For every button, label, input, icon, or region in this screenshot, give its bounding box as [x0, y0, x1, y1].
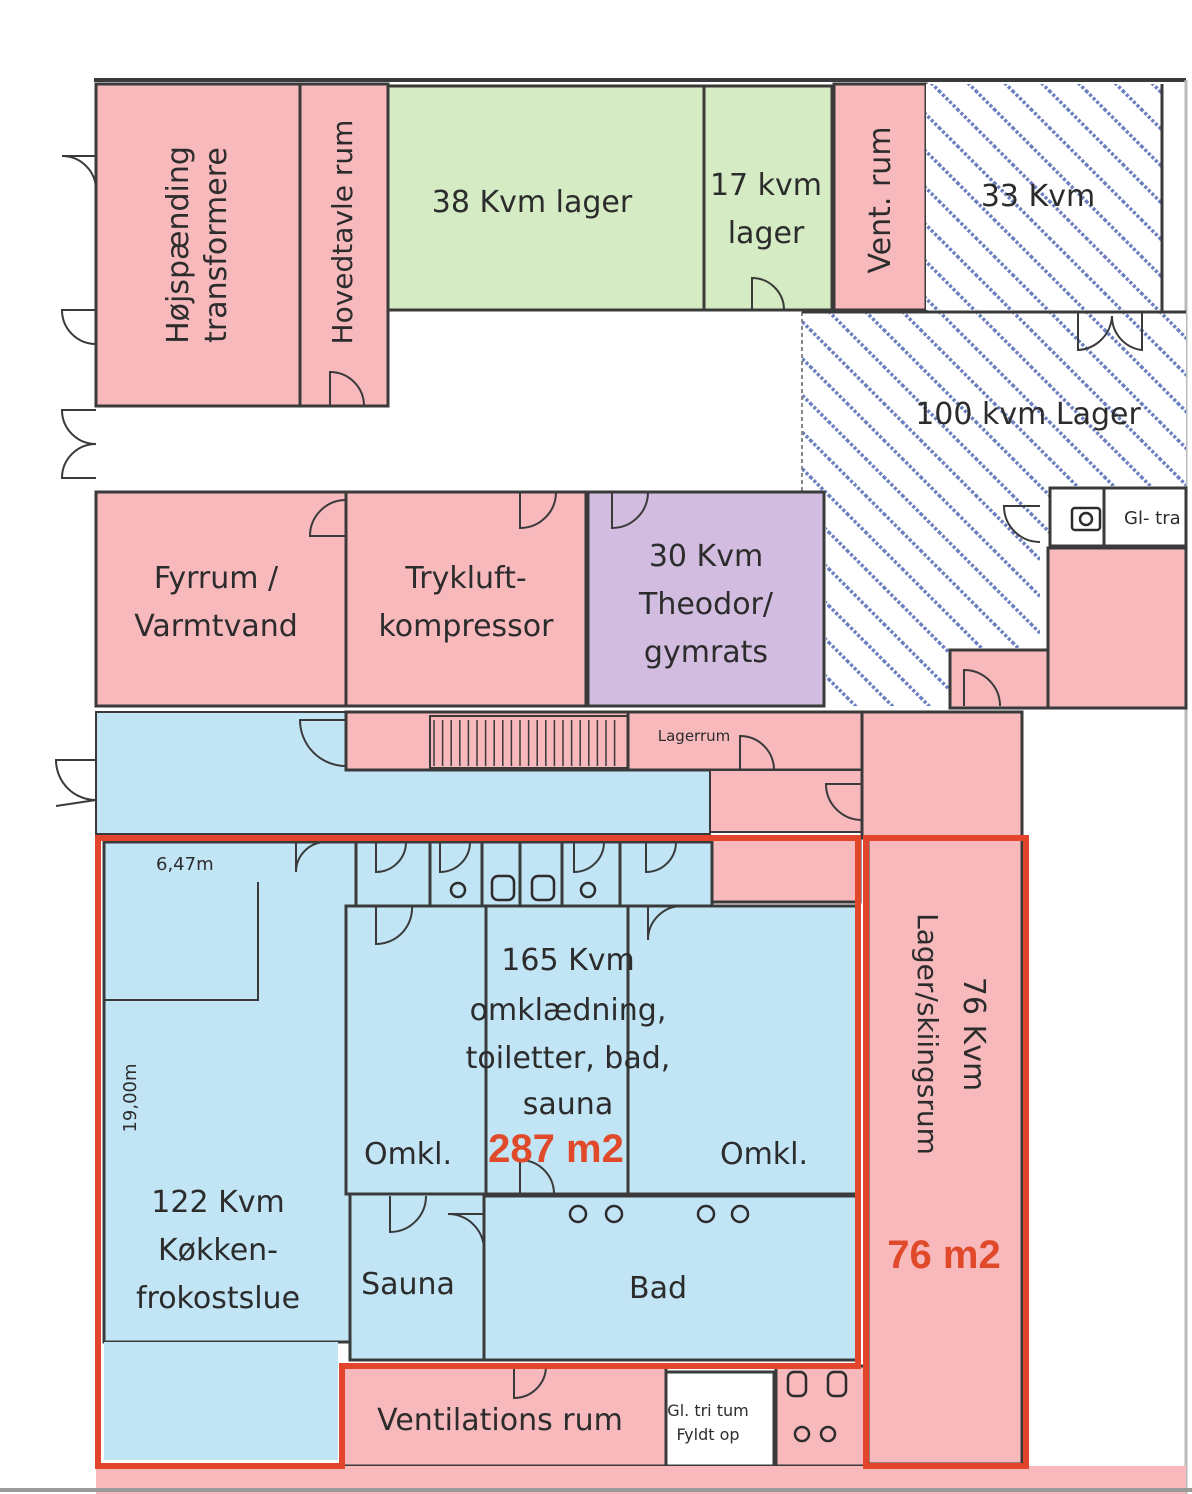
toilet-icon [530, 874, 556, 902]
room-theodor [586, 490, 826, 708]
room-pink-right [1046, 546, 1188, 710]
label-ventilation: Ventilations rum [377, 1403, 623, 1438]
room-33-kvm [926, 84, 1162, 310]
label-omkl165-line1: 165 Kvm [501, 943, 634, 978]
label-lager-17-line2: lager [728, 216, 805, 251]
label-omkl-left: Omkl. [364, 1137, 452, 1172]
shower-icon [730, 1204, 750, 1224]
room-kokken [102, 840, 358, 1344]
sink-icon [819, 1425, 837, 1443]
label-lager-100: 100 kvm Lager [915, 397, 1141, 432]
room-omkl-center [484, 904, 630, 1196]
room-toilets [354, 840, 714, 908]
label-hovedtavle: Hovedtavle rum [326, 120, 359, 345]
label-omkl165-line3: toiletter, bad, [466, 1041, 671, 1076]
wall [104, 882, 259, 1001]
room-omkl-left [344, 904, 488, 1196]
shower-icon [696, 1204, 716, 1224]
area-label-76: 76 m2 [887, 1233, 1000, 1277]
shower-fixtures [568, 1204, 750, 1224]
room-ventilation-wc [774, 1364, 868, 1468]
label-lagerrum: Lagerrum [658, 727, 731, 745]
toilet-icon [579, 881, 597, 899]
label-fyrrum-line2: Varmtvand [134, 609, 298, 644]
label-theodor-line1: 30 Kvm [649, 539, 763, 574]
toilet-icon [449, 881, 467, 899]
label-hojspaending: Højspænding transformere [161, 146, 234, 344]
room-hojspaending [94, 82, 302, 408]
label-trykluft-line2: kompressor [378, 609, 554, 644]
room-omkl-right [626, 904, 860, 1196]
label-theodor-line3: gymrats [644, 635, 768, 670]
room-label: transformere [199, 147, 234, 343]
room-pink-corridor [709, 769, 863, 833]
shower-icon [604, 1204, 624, 1224]
room-hovedtavle [298, 82, 390, 408]
sink-icon [793, 1425, 811, 1443]
label-kokken-line2: Køkken- [158, 1233, 278, 1268]
room-label: Højspænding [161, 146, 196, 344]
label-omkl165-line2: omklædning, [470, 993, 667, 1028]
label-lager-17-line1: 17 kvm [710, 168, 822, 203]
toilet-bowl-icon [1078, 511, 1094, 527]
room-pink-under-corridor [710, 836, 862, 904]
room-fyrrum [94, 490, 348, 708]
dimension-length: 19,00m [120, 1063, 141, 1132]
label-omkl165-line4: sauna [523, 1087, 613, 1122]
label-vent: Vent. rum [863, 126, 898, 273]
room-kokken-lower [104, 1342, 338, 1460]
room-gl-trt [664, 1370, 776, 1468]
room-ventilation [340, 1364, 668, 1468]
label-kokken-line3: frokostslue [136, 1281, 300, 1316]
toilet-fixtures [449, 874, 597, 902]
shower-icon [568, 1204, 588, 1224]
toilet-icon [1070, 506, 1102, 532]
label-fyrrum-line1: Fyrrum / [154, 561, 279, 596]
room-lager-38 [386, 84, 706, 312]
stair-icon [429, 715, 629, 769]
label-gl-tra: Gl- tra [1124, 508, 1181, 529]
label-trykluft-line1: Trykluft- [404, 561, 526, 596]
room-trykluft [344, 490, 588, 708]
room-label: 76 Kvm [956, 977, 991, 1091]
label-kokken-line1: 122 Kvm [151, 1185, 284, 1220]
label-lager-76: 76 Kvm Lager/skiingsrum [911, 913, 991, 1155]
label-omkl-right: Omkl. [720, 1137, 808, 1172]
label-sauna: Sauna [361, 1267, 455, 1302]
label-lager-38: 38 Kvm lager [432, 185, 633, 220]
dimension-width: 6,47m [156, 854, 214, 875]
door-icons [54, 155, 1143, 1400]
room-lager-100 [802, 312, 1186, 706]
toilet-icon [786, 1370, 808, 1398]
room-vent [832, 82, 928, 312]
wc-fixtures [786, 1370, 848, 1443]
toilet-icon [826, 1370, 848, 1398]
room-label: Lager/skiingsrum [911, 913, 944, 1155]
label-gl-trt-line1: Gl. tri tum [667, 1401, 748, 1420]
label-bad: Bad [629, 1271, 687, 1306]
area-label-287: 287 m2 [488, 1127, 624, 1171]
room-gl-wc [1048, 486, 1106, 548]
room-bad [482, 1194, 860, 1362]
label-gl-trt-line2: Fyldt op [676, 1425, 739, 1444]
toilet-icon [490, 874, 516, 902]
room-lager-76 [866, 836, 1024, 1466]
highlight-76 [863, 835, 1029, 1469]
room-lager-17 [702, 84, 834, 312]
label-33-kvm: 33 Kvm [981, 179, 1095, 214]
highlight-287 [95, 835, 861, 1469]
label-theodor-line2: Theodor/ [638, 587, 774, 622]
room-pink-tall-top [860, 710, 1024, 840]
room-gl-tra [1102, 486, 1188, 548]
